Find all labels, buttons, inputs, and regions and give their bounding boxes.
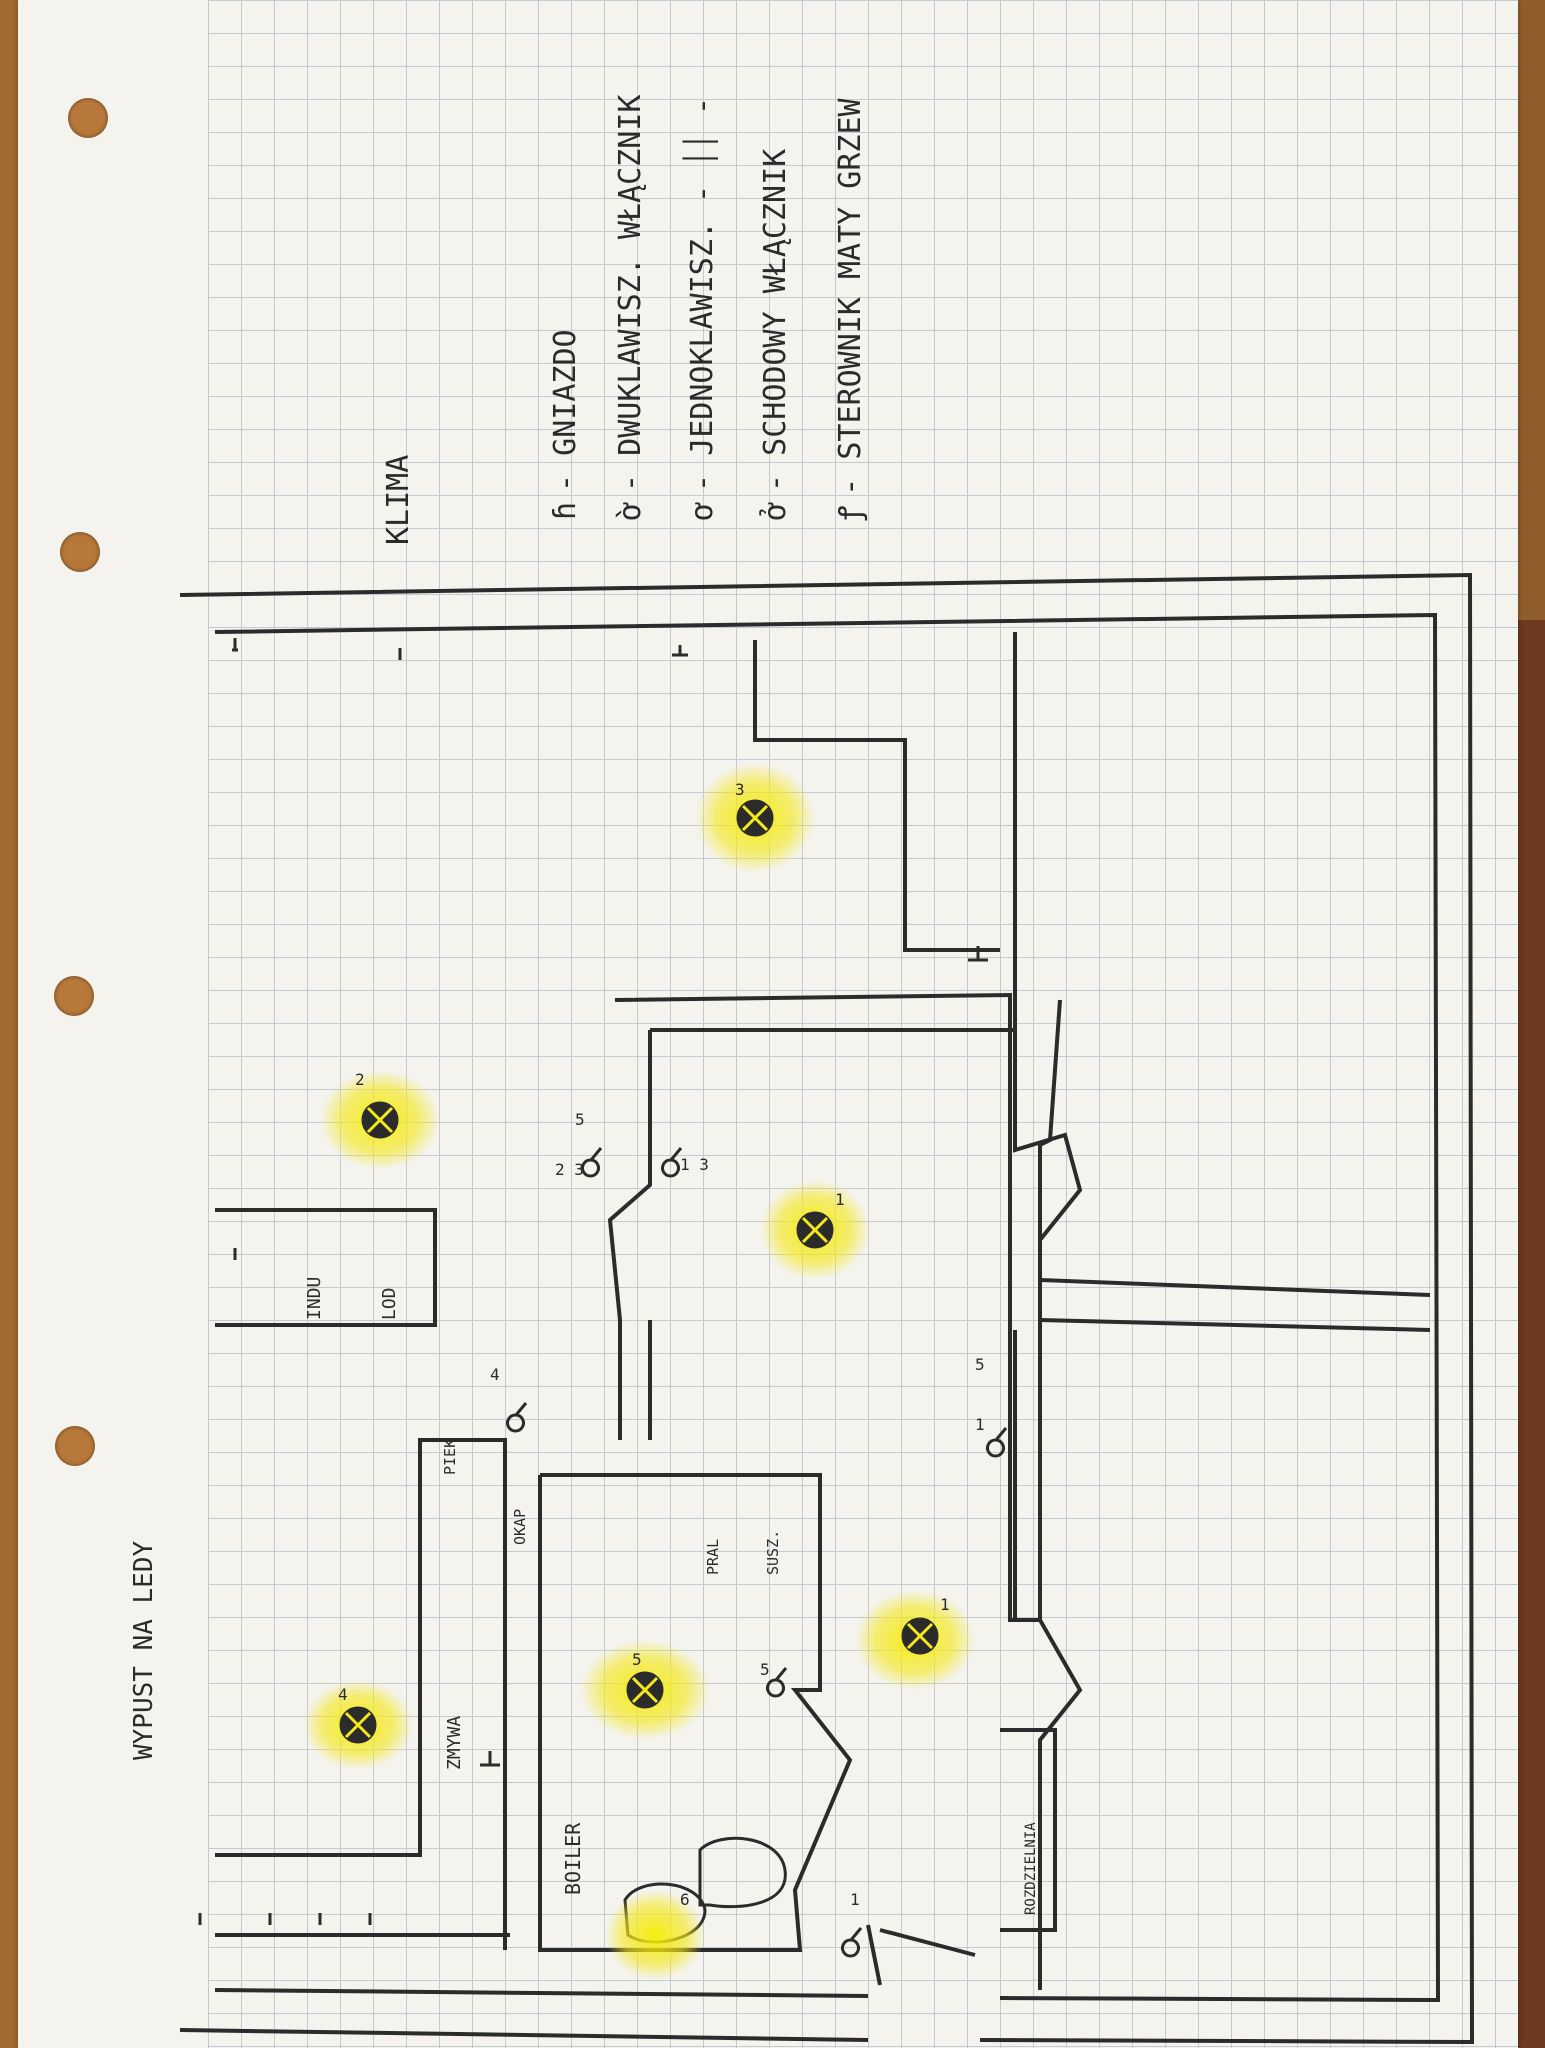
switch-number: 1 bbox=[850, 1890, 860, 1909]
room-label-indu: INDU bbox=[304, 1277, 325, 1320]
room-label-boiler: BOILER bbox=[561, 1822, 585, 1895]
switch-icon bbox=[766, 1667, 788, 1698]
legend-item-double-switch: ờ- DWUKLAWISZ. WŁĄCZNIK bbox=[613, 95, 648, 520]
inner-outer-wall bbox=[214, 612, 1441, 2003]
room-label-okap: OKAP bbox=[511, 1509, 529, 1545]
corridor-inner bbox=[607, 1028, 1015, 1440]
room-label-piek: PIEK bbox=[441, 1439, 459, 1475]
light-number: 1 bbox=[940, 1595, 950, 1614]
room-label-lod: LOD bbox=[379, 1287, 400, 1320]
highlight bbox=[605, 1890, 705, 1980]
punch-hole bbox=[60, 532, 100, 572]
switch-icon bbox=[581, 1147, 603, 1178]
punch-hole bbox=[54, 976, 94, 1016]
entry-door bbox=[866, 1924, 976, 1986]
light-highlights bbox=[303, 763, 975, 1980]
switch-icon bbox=[986, 1427, 1008, 1458]
switch-symbols bbox=[506, 1147, 1008, 1958]
switch-icon bbox=[841, 1927, 863, 1958]
switch-number: 1 bbox=[975, 1415, 985, 1434]
corridor-walls bbox=[614, 992, 1062, 1622]
outlet-icon bbox=[480, 1751, 500, 1767]
light-number: 5 bbox=[632, 1650, 642, 1669]
switch-number: 2 3 bbox=[555, 1160, 584, 1179]
klima-label: KLIMA bbox=[381, 455, 416, 545]
legend-item-outlet: ɦ- GNIAZDO bbox=[548, 329, 583, 520]
switch-number: 5 bbox=[975, 1355, 985, 1374]
rozdzielnia-box bbox=[1000, 1728, 1057, 1932]
switch-icon bbox=[661, 1147, 683, 1178]
walls bbox=[179, 572, 1475, 2045]
room-label-pral: PRAL bbox=[704, 1539, 722, 1575]
kitchen-divider bbox=[215, 1438, 510, 1950]
outlet-icon bbox=[232, 638, 238, 652]
switch-number: 1 3 bbox=[680, 1155, 709, 1174]
stair-walls bbox=[753, 640, 1000, 952]
switch-number: 5 bbox=[760, 1660, 770, 1679]
legend-item-stair-switch: ở- SCHODOWY WŁĄCZNIK bbox=[758, 149, 793, 520]
room-label-susz: SUSZ. bbox=[764, 1530, 782, 1575]
text-labels: WYPUST NA LEDY KLIMA ɦ- GNIAZDO ờ- DWUKL… bbox=[129, 95, 1039, 1915]
light-symbols bbox=[339, 799, 939, 1744]
light-number: 2 bbox=[355, 1070, 365, 1089]
title: WYPUST NA LEDY bbox=[129, 1541, 159, 1760]
graph-paper-sheet bbox=[18, 0, 1518, 2048]
light-number: 6 bbox=[680, 1890, 690, 1909]
light-point-icon bbox=[626, 1671, 664, 1709]
outer-wall bbox=[179, 572, 1475, 2045]
light-point-icon bbox=[901, 1617, 939, 1655]
outlet-marks bbox=[198, 638, 988, 1925]
outlet-icon bbox=[672, 645, 688, 657]
legend-item-heat-mat: ꝭ- STEROWNIK MATY GRZEW bbox=[833, 97, 868, 521]
counter-top bbox=[215, 1208, 437, 1327]
outlet-icon bbox=[968, 946, 988, 962]
light-number: 3 bbox=[735, 780, 745, 799]
switch-icon bbox=[506, 1402, 528, 1433]
grid-pattern bbox=[208, 0, 1518, 2048]
hall-walls bbox=[1013, 1330, 1083, 1990]
light-point-icon bbox=[339, 1706, 377, 1744]
room-label-rozdzielnia: ROZDZIELNIA bbox=[1023, 1822, 1039, 1915]
punch-hole bbox=[68, 98, 108, 138]
toilet bbox=[698, 1836, 787, 1909]
room-label-zmywa: ZMYWA bbox=[444, 1716, 465, 1770]
legend-item-single-switch: ơ- JEDNOKLAWISZ. - ׀׀ - bbox=[682, 97, 720, 520]
light-point-icon bbox=[736, 799, 774, 837]
light-number: 1 bbox=[835, 1190, 845, 1209]
switch-number: 5 bbox=[575, 1110, 585, 1129]
light-number: 4 bbox=[338, 1685, 348, 1704]
light-point-icon bbox=[796, 1211, 834, 1249]
room-divider bbox=[1013, 632, 1431, 1332]
light-point-icon bbox=[361, 1101, 399, 1139]
punch-hole bbox=[55, 1426, 95, 1466]
switch-number: 4 bbox=[490, 1365, 500, 1384]
